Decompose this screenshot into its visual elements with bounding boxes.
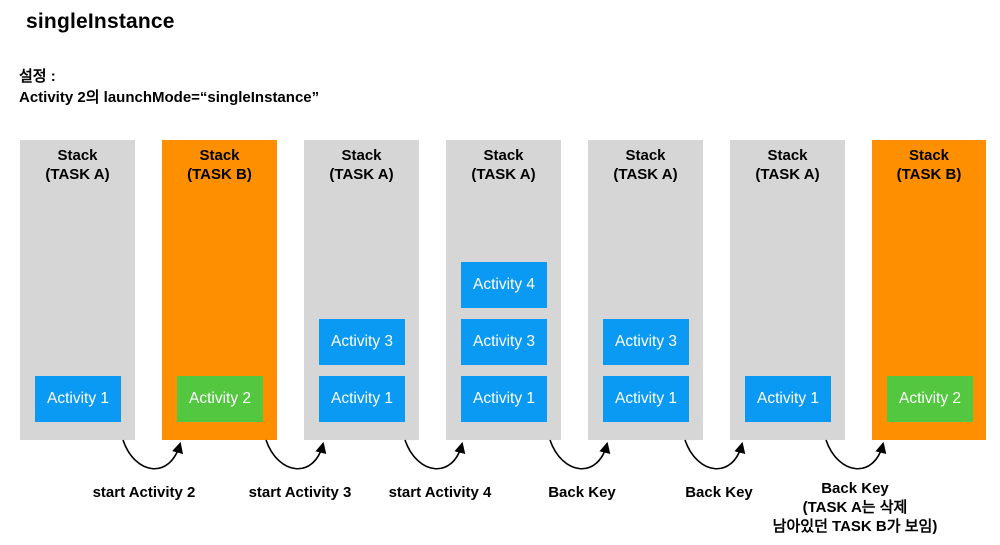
caption-line: start Activity 4 [388, 484, 492, 501]
caption-line: Back Key [821, 480, 889, 497]
transition-caption: Back Key (TASK A는 삭제 남아있던 TASK B가 보임) [773, 479, 938, 536]
stack-title: Stack [199, 147, 240, 164]
stack-7: Stack (TASK B) Activity 2 [872, 140, 986, 440]
activity-block: Activity 1 [603, 376, 689, 422]
arrow-5 [684, 439, 746, 470]
caption-line: start Activity 2 [92, 484, 196, 501]
stack-task: (TASK B) [187, 166, 252, 183]
activity-block: Activity 4 [461, 262, 547, 308]
stack-5: Stack (TASK A) Activity 3 Activity 1 [588, 140, 703, 440]
stack-label: Stack (TASK A) [446, 146, 561, 184]
stack-task: (TASK A) [471, 166, 536, 183]
stack-title: Stack [908, 147, 950, 164]
transition-caption: start Activity 2 [93, 483, 196, 502]
diagram-title: singleInstance [26, 10, 175, 33]
activity-block: Activity 1 [319, 376, 405, 422]
stack-1: Stack (TASK A) Activity 1 [20, 140, 135, 440]
stack-task: (TASK A) [45, 166, 110, 183]
stack-task: (TASK A) [755, 166, 820, 183]
stack-3: Stack (TASK A) Activity 3 Activity 1 [304, 140, 419, 440]
activity-block: Activity 3 [603, 319, 689, 365]
arrow-6 [825, 439, 887, 470]
launch-mode-setting: Activity 2의 launchMode=“singleInstance” [19, 89, 320, 106]
activity-block: Activity 1 [35, 376, 121, 422]
stack-label: Stack (TASK B) [162, 146, 277, 184]
arrow-4 [549, 439, 611, 470]
transition-caption: Back Key [548, 483, 616, 502]
caption-line: (TASK A는 삭제 [802, 499, 908, 516]
stack-label: Stack (TASK A) [588, 146, 703, 184]
caption-line: Back Key [685, 484, 753, 501]
stack-label: Stack (TASK A) [304, 146, 419, 184]
activity-block: Activity 3 [461, 319, 547, 365]
caption-line: Back Key [548, 484, 616, 501]
stack-title: Stack [483, 147, 524, 164]
transition-caption: Back Key [685, 483, 753, 502]
activity-block: Activity 2 [887, 376, 973, 422]
activity-block: Activity 1 [745, 376, 831, 422]
caption-line: 남아있던 TASK B가 보임) [772, 518, 938, 535]
stack-label: Stack (TASK A) [20, 146, 135, 184]
transition-caption: start Activity 3 [249, 483, 352, 502]
arrow-3 [404, 439, 466, 470]
setting-label: 설정 : [19, 68, 56, 85]
stack-task: (TASK B) [896, 166, 962, 183]
caption-line: start Activity 3 [248, 484, 352, 501]
activity-block: Activity 1 [461, 376, 547, 422]
arrow-2 [265, 439, 327, 470]
stack-task: (TASK A) [329, 166, 394, 183]
stack-label: Stack (TASK A) [730, 146, 845, 184]
stack-title: Stack [341, 147, 382, 164]
stack-task: (TASK A) [613, 166, 678, 183]
activity-block: Activity 3 [319, 319, 405, 365]
activity-block: Activity 2 [177, 376, 263, 422]
stack-4: Stack (TASK A) Activity 4 Activity 3 Act… [446, 140, 561, 440]
transition-caption: start Activity 4 [389, 483, 492, 502]
stack-title: Stack [767, 147, 808, 164]
stack-6: Stack (TASK A) Activity 1 [730, 140, 845, 440]
arrow-1 [122, 439, 183, 470]
stack-title: Stack [57, 147, 98, 164]
stack-label: Stack (TASK B) [872, 146, 986, 184]
stack-title: Stack [625, 147, 666, 164]
stack-2: Stack (TASK B) Activity 2 [162, 140, 277, 440]
